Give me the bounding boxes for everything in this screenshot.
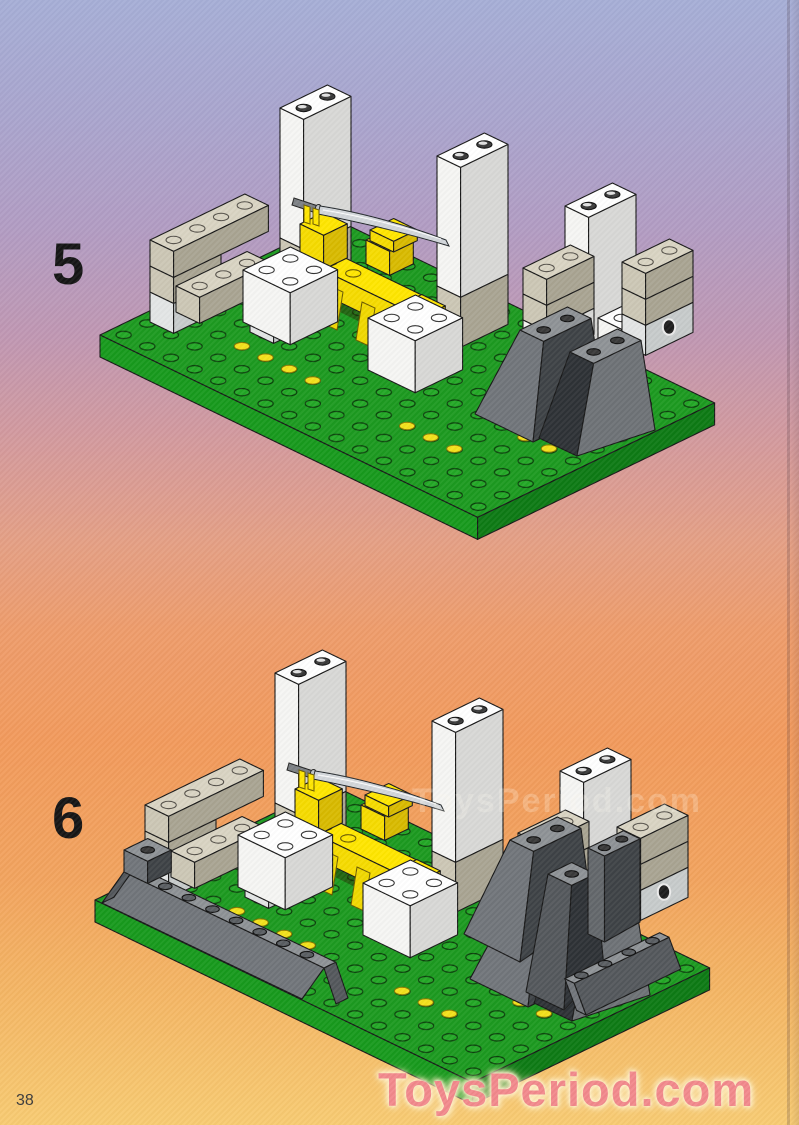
step-6-number: 6	[52, 786, 85, 851]
rock-ridge-right	[564, 830, 682, 1016]
rock-ridge-front	[101, 837, 349, 1005]
page-edge-line	[787, 0, 790, 1125]
step5-model	[100, 85, 715, 539]
page-edge-shade	[790, 0, 799, 1125]
page-number: 38	[16, 1092, 34, 1109]
step-5-number: 5	[52, 232, 85, 297]
step6-model	[95, 650, 710, 1104]
watermark: ToysPeriod.com	[378, 1063, 755, 1116]
ghost-watermark: ToysPeriod.com	[412, 782, 702, 820]
